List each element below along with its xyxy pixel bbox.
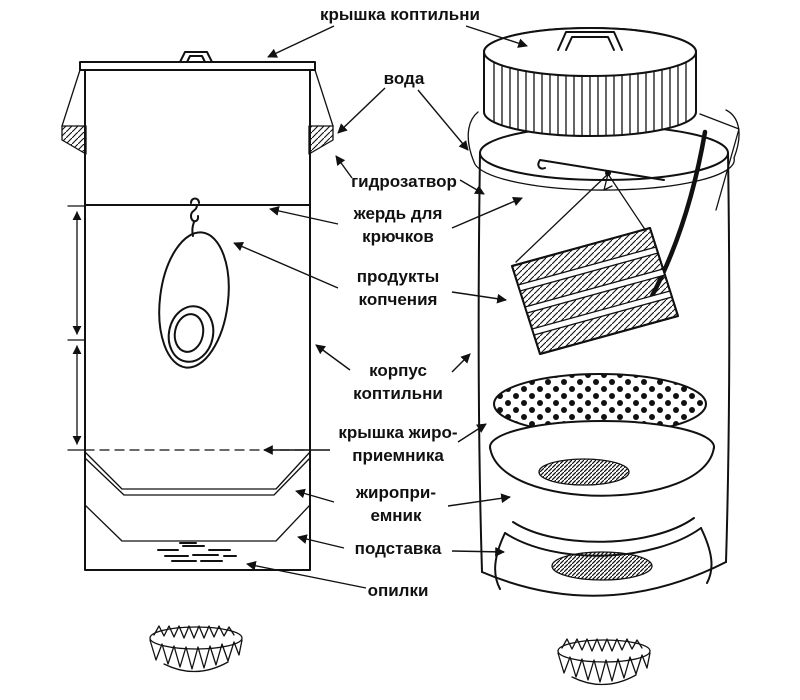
leader-body-right xyxy=(451,353,471,373)
left-lid-handle xyxy=(179,51,213,63)
label-sawdust: опилки xyxy=(368,581,429,600)
dimension-ticks xyxy=(67,205,85,451)
label-grease-lid-2: приемника xyxy=(352,446,444,465)
grease-bowl-contents xyxy=(538,458,630,486)
leader-products-left xyxy=(233,242,339,289)
left-lid xyxy=(79,61,316,71)
leader-greaselid-right xyxy=(457,423,487,443)
strings xyxy=(515,173,647,263)
hanging-stick xyxy=(537,159,665,181)
leader-seal-right xyxy=(459,179,485,195)
label-body-1: корпус xyxy=(369,361,427,380)
label-lid: крышка коптильни xyxy=(320,5,480,24)
label-pole-1: жердь для xyxy=(353,204,443,223)
leader-pole-right xyxy=(451,196,523,229)
smoked-product xyxy=(158,231,230,369)
fire-bowl-right xyxy=(557,638,651,686)
right-lid-handle xyxy=(557,31,623,51)
leader-lines xyxy=(233,25,528,589)
right-smoker-3d xyxy=(467,27,740,597)
label-grease-lid-1: крышка жиро- xyxy=(338,423,457,442)
water-seal-gutter-right xyxy=(308,125,334,155)
grease-pan xyxy=(84,451,311,496)
cylinder-wall-left xyxy=(477,152,483,573)
lid-ribs xyxy=(493,61,687,137)
leader-stand-right xyxy=(451,546,505,557)
string-knot xyxy=(605,170,611,176)
stand-legs xyxy=(494,527,713,590)
sawdust-pile-right xyxy=(551,551,653,581)
grid-slat-edge-1 xyxy=(517,246,659,292)
leader-stand-left xyxy=(297,534,345,549)
gutter-connectors xyxy=(61,69,334,127)
label-grease-pan-1: жиропри- xyxy=(355,483,436,502)
leader-sawdust-left xyxy=(246,560,367,589)
trough-flaps xyxy=(467,109,740,163)
grid-slat-edge-3 xyxy=(531,290,673,336)
label-stand: подставка xyxy=(355,539,442,558)
leader-water-right xyxy=(417,89,469,151)
cylinder-bottom xyxy=(481,561,727,597)
smoked-product-hole-inner xyxy=(173,313,205,353)
leader-pole-left xyxy=(269,206,339,225)
stand-bands xyxy=(504,517,702,557)
sawdust-left xyxy=(157,542,237,562)
fire-bowl-left xyxy=(149,625,243,673)
grid-slat-edge-2 xyxy=(524,268,666,314)
water-seal-gutter-left xyxy=(61,125,87,155)
smoked-product-hole-outer xyxy=(167,305,215,363)
left-body-walls xyxy=(84,69,311,571)
cylinder-wall-right xyxy=(725,152,731,563)
leader-body-left xyxy=(315,344,351,371)
right-lid-top xyxy=(483,27,697,77)
label-water: вода xyxy=(384,69,425,88)
leader-water-left xyxy=(337,87,386,134)
label-grease-pan-2: емник xyxy=(370,506,422,525)
label-water-seal: гидрозатвор xyxy=(351,172,457,191)
labels: крышка коптильни вода гидрозатвор жердь … xyxy=(320,5,480,600)
leader-products-right xyxy=(451,291,507,304)
smoking-grid-outline xyxy=(511,227,679,355)
left-smoker-section xyxy=(61,51,334,571)
label-products-1: продукты xyxy=(357,267,440,286)
fire-bowls xyxy=(149,625,651,686)
leader-seal-left xyxy=(335,155,353,179)
stand xyxy=(84,504,311,542)
label-body-2: коптильни xyxy=(353,384,443,403)
label-products-2: копчения xyxy=(359,290,438,309)
leader-lid-left xyxy=(267,25,335,58)
leader-lid-right xyxy=(465,25,528,48)
leader-greasepan-right xyxy=(447,493,511,507)
leader-greasepan-left xyxy=(295,488,335,503)
trough-front-arc xyxy=(473,157,735,191)
trough-cut-edge xyxy=(699,113,740,211)
label-pole-2: крючков xyxy=(362,227,434,246)
